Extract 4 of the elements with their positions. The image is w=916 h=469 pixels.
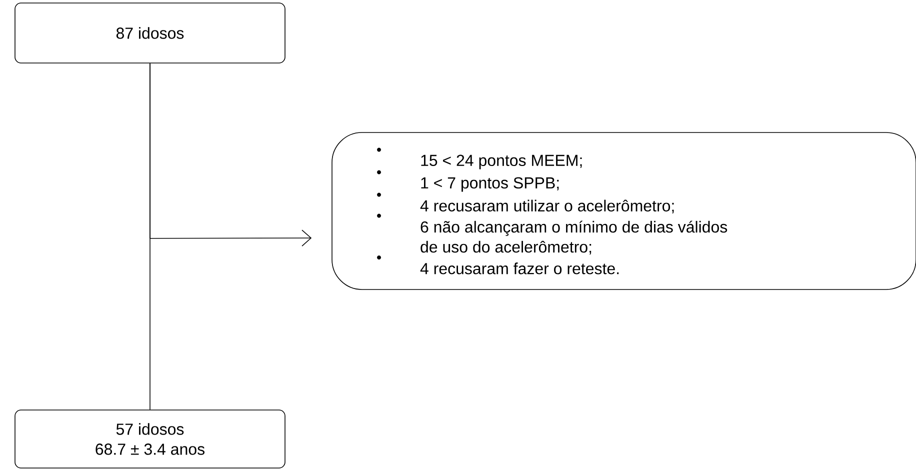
process-box: 57 idosos 68.7 ± 3.4 anos bbox=[14, 410, 286, 468]
process-box: 87 idosos bbox=[14, 2, 286, 64]
arrow bbox=[150, 63, 312, 246]
exclusion-box: 15 < 24 pontos MEEM; 1 < 7 pontos SPPB; 4 recusaram utilizar o acelerômetro; 6 não alcançaram o mínimo de dias válidos de uso do acelerômetro; 4 recusaram fazer o reteste. bbox=[332, 132, 916, 290]
